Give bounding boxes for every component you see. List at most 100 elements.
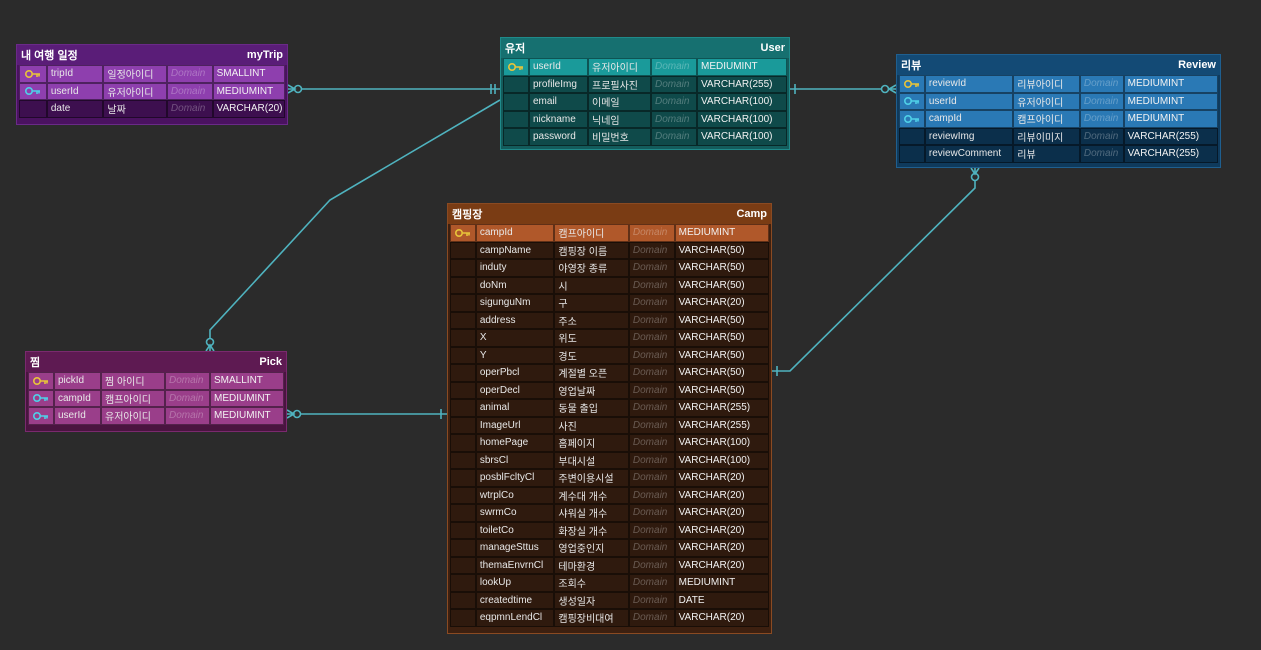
relation-camp-review bbox=[772, 168, 976, 372]
column-logical-name: 유저아이디 bbox=[588, 58, 651, 76]
column-type: MEDIUMINT bbox=[212, 82, 286, 100]
column-type: MEDIUMINT bbox=[674, 574, 769, 592]
column-name: operPbcl bbox=[475, 364, 555, 382]
column-type: VARCHAR(50) bbox=[674, 346, 769, 364]
column-domain: Domain bbox=[1079, 92, 1124, 110]
column-logical-name: 닉네임 bbox=[588, 110, 651, 128]
table-header[interactable]: 캠핑장 Camp bbox=[448, 204, 771, 224]
column-domain: Domain bbox=[628, 574, 675, 592]
column-logical-name: 유저아이디 bbox=[103, 82, 167, 100]
key-cell bbox=[450, 416, 476, 434]
column-type: VARCHAR(50) bbox=[674, 241, 769, 259]
column-logical-name: 리뷰이미지 bbox=[1013, 127, 1080, 145]
column-name: password bbox=[529, 128, 588, 146]
column-name: sigunguNm bbox=[475, 294, 555, 312]
column-logical-name: 캠핑장비대여 bbox=[554, 609, 629, 627]
table-header[interactable]: 찜 Pick bbox=[26, 352, 286, 372]
key-cell bbox=[450, 434, 476, 452]
table-header[interactable]: 유저 User bbox=[501, 38, 789, 58]
column-name: ImageUrl bbox=[475, 416, 555, 434]
key-cell bbox=[450, 294, 476, 312]
column-name: posblFcltyCl bbox=[475, 469, 555, 487]
column-domain: Domain bbox=[628, 521, 675, 539]
column-type: DATE bbox=[674, 591, 769, 609]
column-type: VARCHAR(50) bbox=[674, 311, 769, 329]
column-logical-name: 이메일 bbox=[588, 93, 651, 111]
table-kor-name: 유저 bbox=[505, 43, 526, 55]
column-name: pickId bbox=[54, 372, 101, 390]
column-name: wtrplCo bbox=[475, 486, 555, 504]
table-header[interactable]: 내 여행 일정 myTrip bbox=[17, 45, 287, 65]
column-type: VARCHAR(100) bbox=[674, 434, 769, 452]
column-type: VARCHAR(50) bbox=[674, 364, 769, 382]
column-domain: Domain bbox=[628, 259, 675, 277]
column-type: VARCHAR(20) bbox=[674, 609, 769, 627]
column-domain: Domain bbox=[628, 469, 675, 487]
column-name: swrmCo bbox=[475, 504, 555, 522]
column-name: manageSttus bbox=[475, 539, 555, 557]
column-name: email bbox=[529, 93, 588, 111]
column-domain: Domain bbox=[628, 591, 675, 609]
column-type: VARCHAR(100) bbox=[697, 110, 787, 128]
table-header[interactable]: 리뷰 Review bbox=[897, 55, 1220, 75]
column-type: MEDIUMINT bbox=[674, 224, 769, 242]
column-domain: Domain bbox=[628, 539, 675, 557]
column-type: SMALLINT bbox=[210, 372, 284, 390]
foreign-key-icon bbox=[28, 407, 54, 425]
column-type: VARCHAR(50) bbox=[674, 381, 769, 399]
column-name: reviewId bbox=[924, 75, 1014, 93]
column-domain: Domain bbox=[1079, 145, 1124, 163]
column-name: userId bbox=[924, 92, 1014, 110]
column-name: induty bbox=[475, 259, 555, 277]
column-type: VARCHAR(255) bbox=[674, 399, 769, 417]
key-cell bbox=[450, 556, 476, 574]
key-cell bbox=[503, 75, 529, 93]
column-type: VARCHAR(20) bbox=[674, 521, 769, 539]
